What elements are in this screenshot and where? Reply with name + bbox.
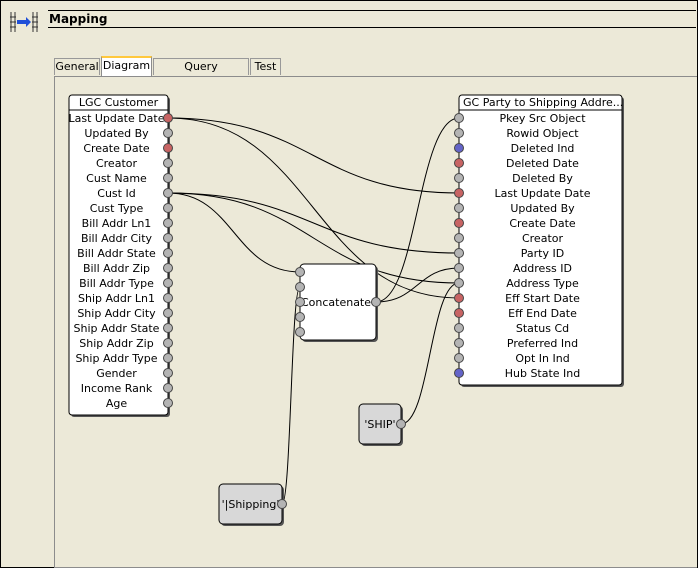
source-field-port[interactable] bbox=[163, 158, 173, 168]
target-field-port[interactable] bbox=[454, 218, 464, 228]
mapping-link[interactable] bbox=[167, 117, 460, 299]
diagram-panel bbox=[54, 76, 697, 568]
target-field-port[interactable] bbox=[454, 203, 464, 213]
tab-diagram[interactable]: Diagram bbox=[101, 56, 152, 76]
source-field-port[interactable] bbox=[163, 248, 173, 258]
source-field-port[interactable] bbox=[163, 113, 173, 123]
function-output-port[interactable] bbox=[371, 297, 381, 307]
source-field-port[interactable] bbox=[163, 353, 173, 363]
target-field-port[interactable] bbox=[454, 158, 464, 168]
source-field-port[interactable] bbox=[163, 278, 173, 288]
function-input-port[interactable] bbox=[295, 267, 305, 277]
mapping-link[interactable] bbox=[281, 286, 301, 505]
target-field-port[interactable] bbox=[454, 173, 464, 183]
constant-output-port[interactable] bbox=[396, 419, 406, 429]
mapping-link[interactable] bbox=[167, 192, 301, 273]
mapping-link[interactable] bbox=[167, 117, 460, 194]
source-field-port[interactable] bbox=[163, 323, 173, 333]
target-field-port[interactable] bbox=[454, 293, 464, 303]
mapping-link[interactable] bbox=[167, 192, 460, 284]
mapping-link[interactable] bbox=[375, 117, 460, 303]
target-field-port[interactable] bbox=[454, 128, 464, 138]
tab-query-parameters[interactable]: Query Parameters bbox=[153, 58, 249, 89]
source-field-port[interactable] bbox=[163, 293, 173, 303]
target-field-port[interactable] bbox=[454, 113, 464, 123]
source-field-port[interactable] bbox=[163, 188, 173, 198]
target-field-port[interactable] bbox=[454, 338, 464, 348]
function-input-port[interactable] bbox=[295, 327, 305, 337]
target-field-port[interactable] bbox=[454, 278, 464, 288]
source-field-port[interactable] bbox=[163, 128, 173, 138]
source-field-port[interactable] bbox=[163, 308, 173, 318]
function-input-port[interactable] bbox=[295, 312, 305, 322]
tab-general[interactable]: General bbox=[54, 58, 100, 75]
mapping-icon bbox=[10, 12, 38, 32]
target-field-port[interactable] bbox=[454, 308, 464, 318]
source-field-port[interactable] bbox=[163, 263, 173, 273]
constant-output-port[interactable] bbox=[277, 499, 287, 509]
source-field-port[interactable] bbox=[163, 383, 173, 393]
function-input-port[interactable] bbox=[295, 297, 305, 307]
function-input-port[interactable] bbox=[295, 282, 305, 292]
mapping-link[interactable] bbox=[400, 282, 460, 425]
window-title: Mapping bbox=[49, 12, 108, 26]
source-field-port[interactable] bbox=[163, 143, 173, 153]
target-field-port[interactable] bbox=[454, 188, 464, 198]
target-field-port[interactable] bbox=[454, 368, 464, 378]
source-field-port[interactable] bbox=[163, 173, 173, 183]
mapping-link[interactable] bbox=[167, 192, 460, 254]
title-bar: Mapping bbox=[48, 10, 696, 28]
source-field-port[interactable] bbox=[163, 368, 173, 378]
source-field-port[interactable] bbox=[163, 338, 173, 348]
target-field-port[interactable] bbox=[454, 143, 464, 153]
target-field-port[interactable] bbox=[454, 248, 464, 258]
source-field-port[interactable] bbox=[163, 398, 173, 408]
target-field-port[interactable] bbox=[454, 353, 464, 363]
source-field-port[interactable] bbox=[163, 218, 173, 228]
tab-test[interactable]: Test bbox=[250, 58, 281, 75]
target-field-port[interactable] bbox=[454, 233, 464, 243]
target-field-port[interactable] bbox=[454, 263, 464, 273]
source-field-port[interactable] bbox=[163, 203, 173, 213]
source-field-port[interactable] bbox=[163, 233, 173, 243]
target-field-port[interactable] bbox=[454, 323, 464, 333]
mapping-link[interactable] bbox=[375, 267, 460, 303]
